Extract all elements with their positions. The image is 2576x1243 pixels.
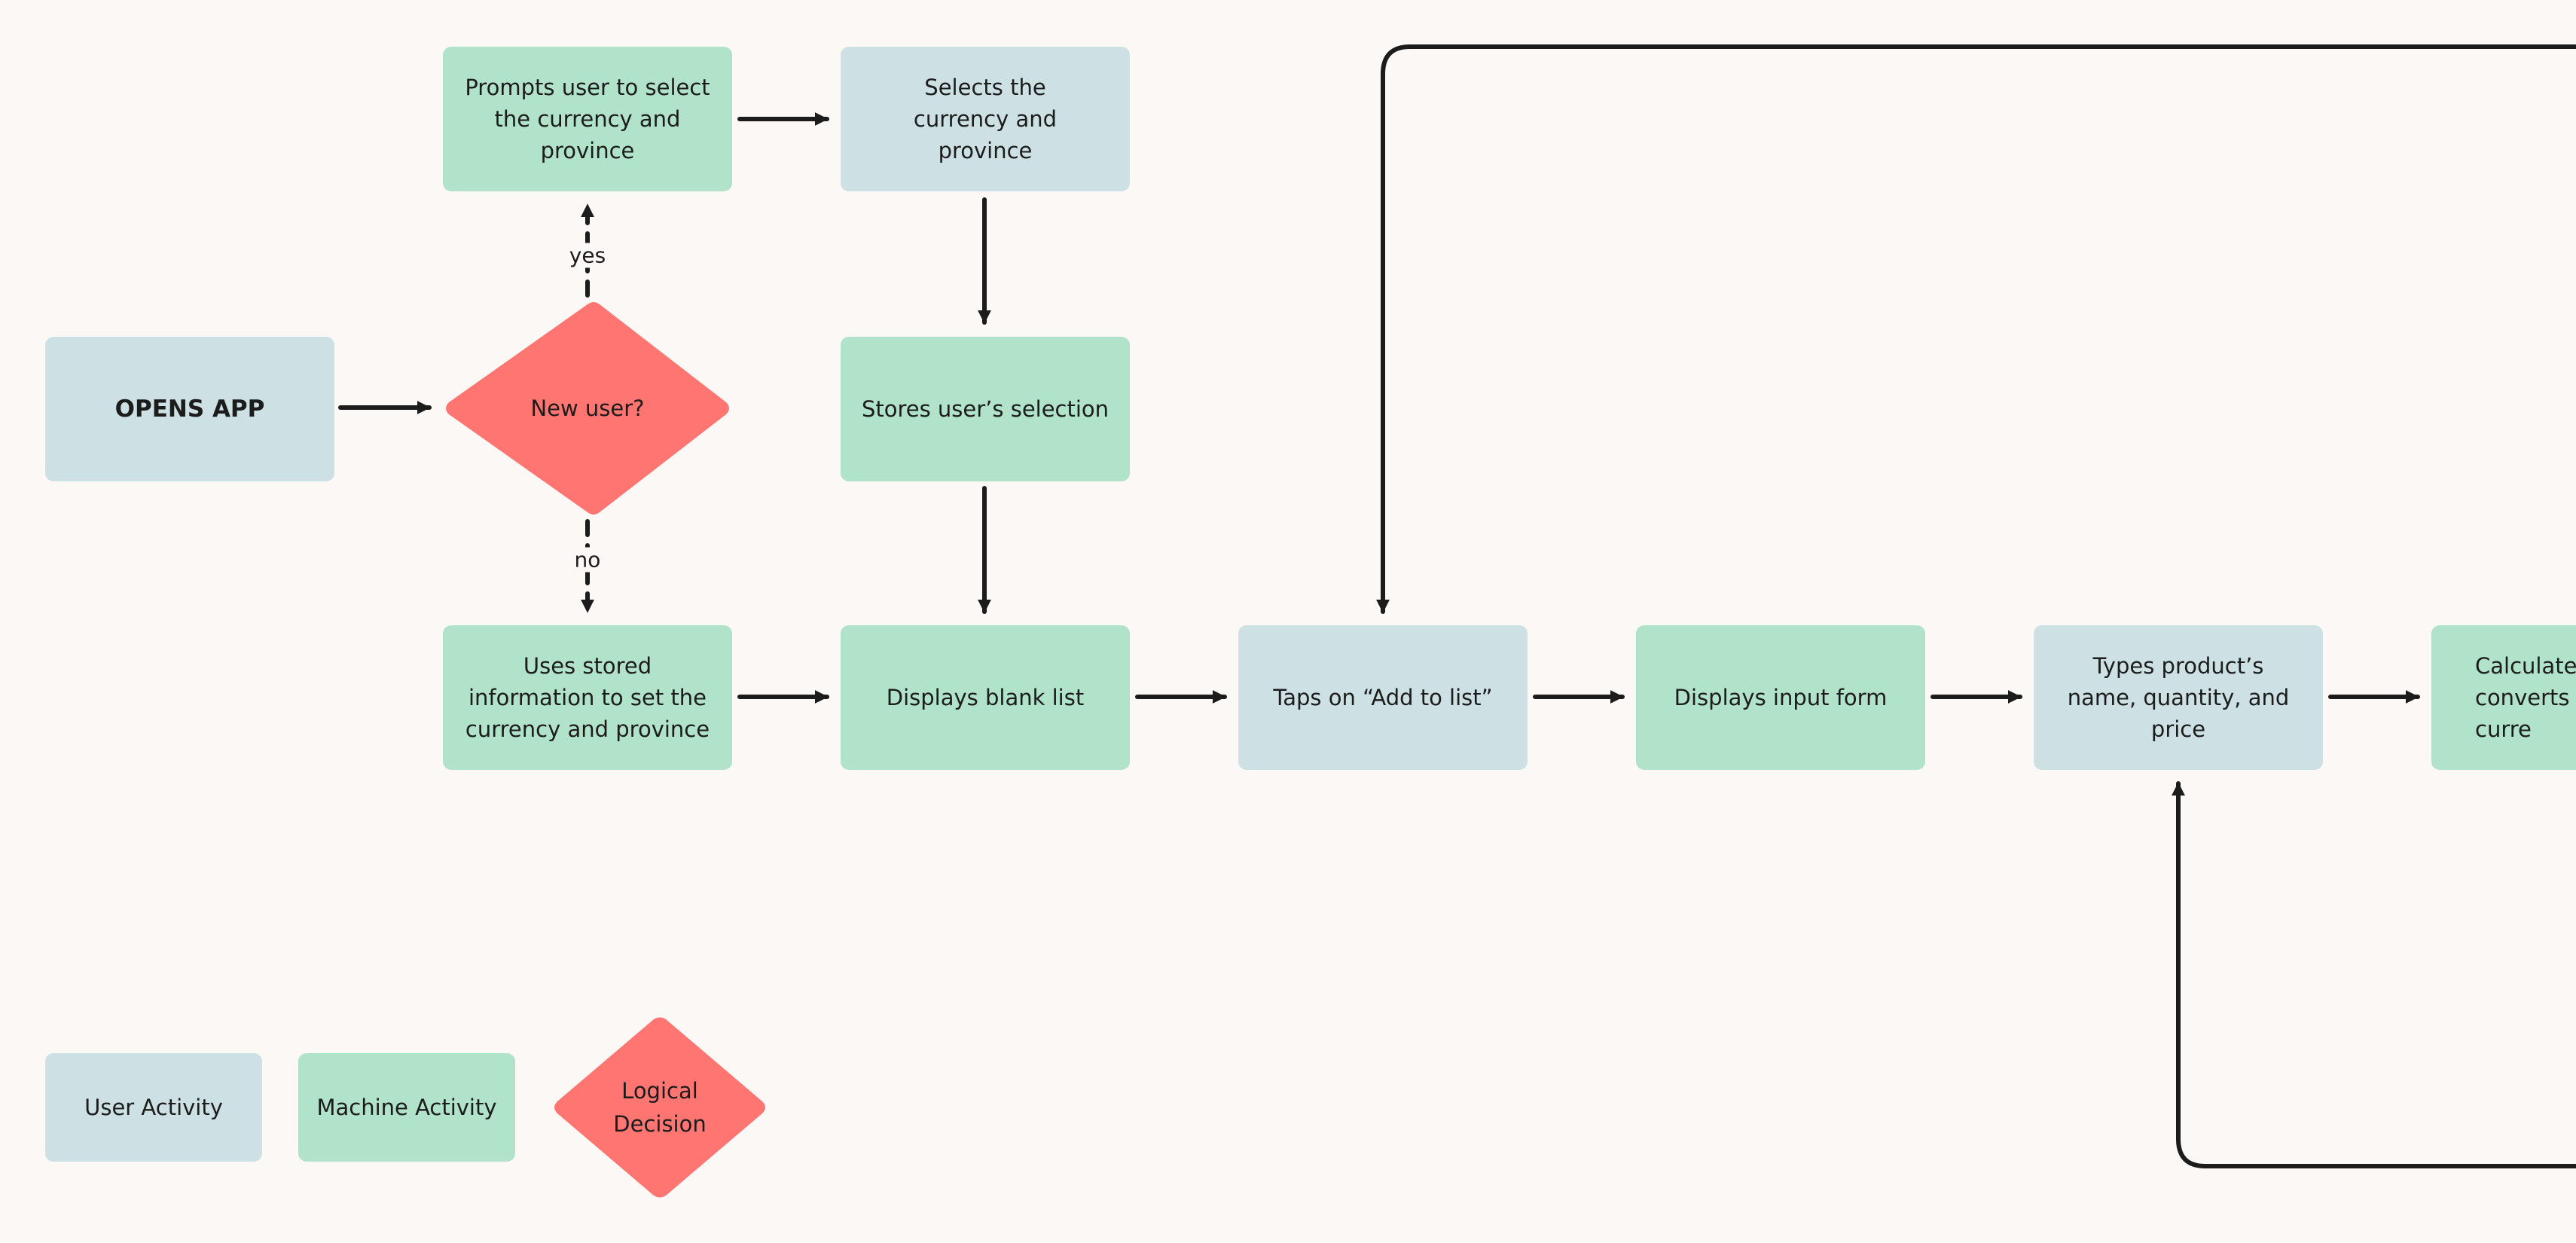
edge-label-yes: yes	[564, 243, 611, 268]
node-selects-currency: Selects the currency and province	[841, 47, 1130, 191]
node-stores-selection: Stores user’s selection	[841, 337, 1130, 481]
legend-machine-activity: Machine Activity	[298, 1053, 515, 1162]
node-taps-add: Taps on “Add to list”	[1238, 625, 1528, 770]
node-types-product: Types product’s name, quantity, and pric…	[2034, 625, 2323, 770]
node-displays-blank: Displays blank list	[841, 625, 1130, 770]
legend-diamond-shape	[554, 1017, 765, 1198]
edge-label-no: no	[569, 547, 606, 573]
decision-new-user: New user?	[443, 300, 732, 517]
decision-diamond-shape	[446, 302, 729, 515]
node-uses-stored: Uses stored information to set the curre…	[443, 625, 732, 770]
legend-logical-decision-label: Logical Decision	[613, 1078, 707, 1137]
arrow-loop-to-taps	[1376, 44, 2576, 614]
node-displays-form: Displays input form	[1636, 625, 1925, 770]
legend-logical-decision: Logical Decision	[551, 1015, 768, 1199]
node-calculates-partial: Calculates converts t curre	[2431, 625, 2576, 770]
node-opens-app: OPENS APP	[45, 337, 334, 481]
node-prompts-select: Prompts user to select the currency and …	[443, 47, 732, 191]
decision-new-user-label: New user?	[530, 396, 645, 421]
arrow-loop-to-types	[2172, 781, 2576, 1168]
legend-user-activity: User Activity	[45, 1053, 262, 1162]
